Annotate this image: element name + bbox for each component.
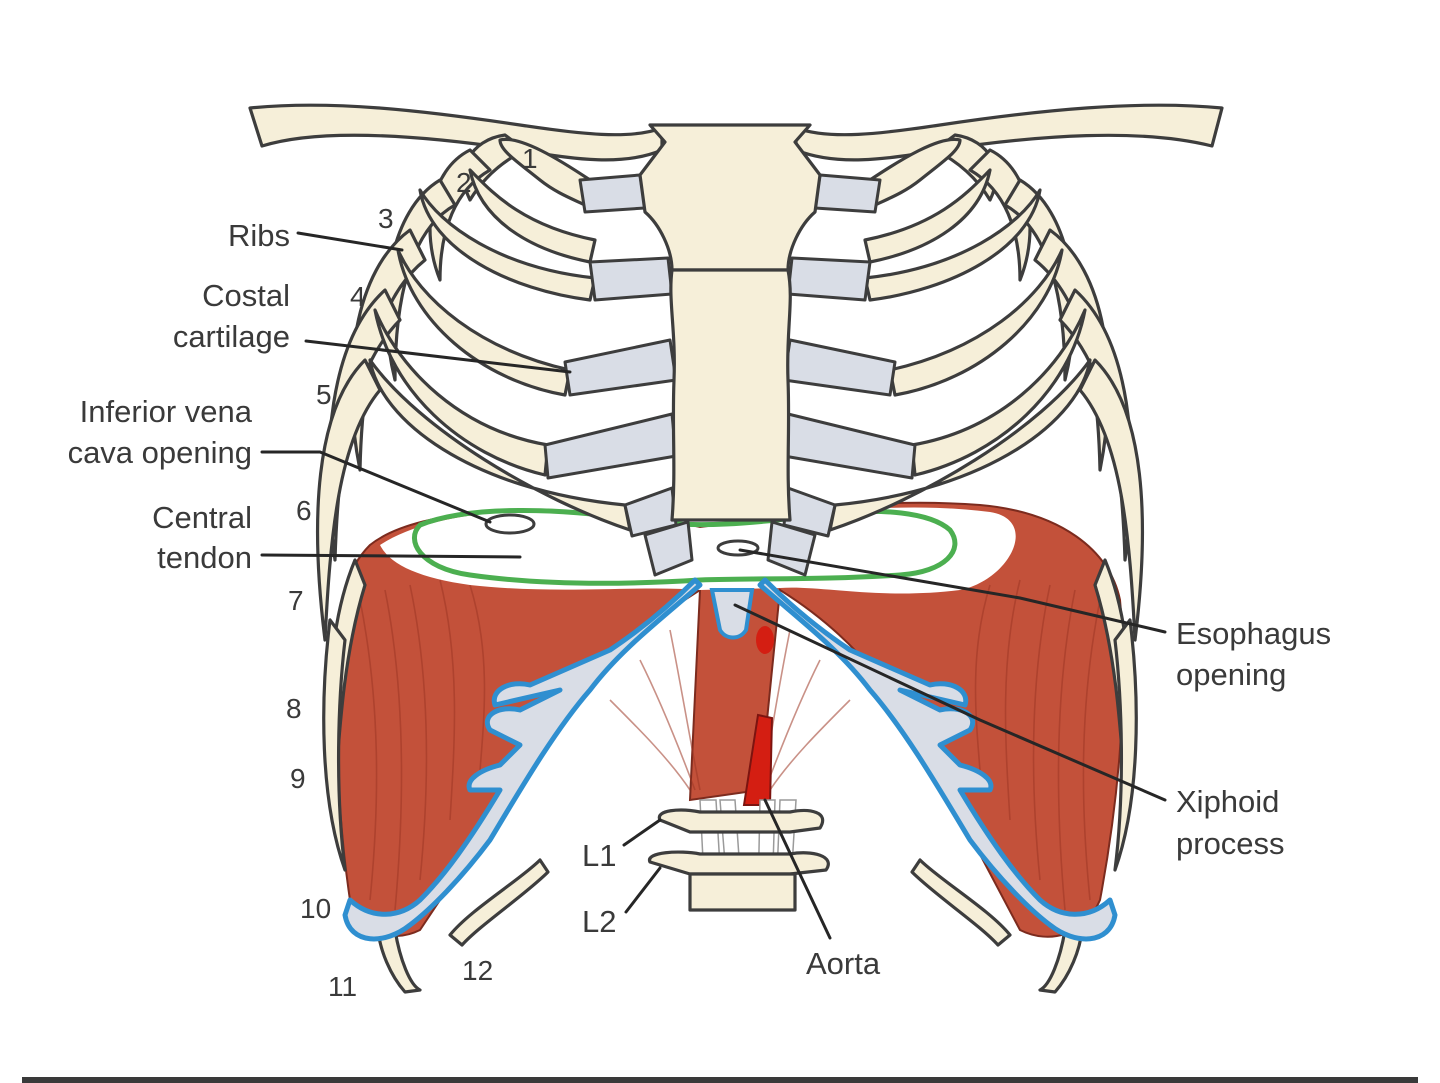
label-esophagus-line1: Esophagus xyxy=(1176,616,1331,651)
leader-xiphoid xyxy=(733,603,1167,802)
sternum-body xyxy=(669,268,792,522)
anterior-ribs-right xyxy=(828,137,1138,994)
costal-arch-left xyxy=(342,577,703,942)
rib-number-7: 7 xyxy=(288,585,304,616)
leader-central-tendon xyxy=(260,553,522,559)
rib-number-10: 10 xyxy=(300,893,331,924)
sternum xyxy=(638,123,822,640)
label-ivc-line1: Inferior vena xyxy=(80,394,253,429)
rib-numbers: 1 2 3 4 5 6 7 8 9 10 11 12 xyxy=(286,143,538,1002)
leader-ivc xyxy=(260,450,492,524)
leader-costal-cartilage xyxy=(304,339,572,374)
rib-number-4: 4 xyxy=(350,281,366,312)
central-tendon xyxy=(380,507,1016,594)
rib-number-8: 8 xyxy=(286,693,302,724)
rib-number-11: 11 xyxy=(328,971,357,1002)
left-clavicle xyxy=(248,103,664,162)
label-esophagus-line2: opening xyxy=(1176,657,1286,692)
rib-number-6: 6 xyxy=(296,495,312,526)
label-costal-cartilage-line1: Costal xyxy=(202,278,290,313)
vertebra-l1 xyxy=(657,808,825,834)
label-l2: L2 xyxy=(582,904,616,939)
rib-number-9: 9 xyxy=(290,763,306,794)
vertebrae xyxy=(648,808,830,912)
rib-number-3: 3 xyxy=(378,203,394,234)
rib-number-12: 12 xyxy=(462,955,493,986)
leader-esophagus xyxy=(738,548,1167,634)
label-ribs: Ribs xyxy=(228,218,290,253)
label-l1: L1 xyxy=(582,838,616,873)
label-central-tendon-line2: tendon xyxy=(157,540,252,575)
label-ivc-line2: cava opening xyxy=(68,435,252,470)
aorta-upper xyxy=(756,626,774,654)
rib-number-1: 1 xyxy=(522,143,538,174)
label-xiphoid-line2: process xyxy=(1176,826,1285,861)
leader-l2 xyxy=(624,866,662,914)
rib-number-5: 5 xyxy=(316,379,332,410)
label-xiphoid-line1: Xiphoid xyxy=(1176,784,1279,819)
leader-l1 xyxy=(622,818,662,847)
vertebral-body xyxy=(688,872,797,912)
clavicles xyxy=(248,103,1224,162)
text-labels: Ribs Costal cartilage Inferior vena cava… xyxy=(68,218,1332,981)
right-clavicle xyxy=(794,103,1224,162)
diaphragm xyxy=(334,501,1125,938)
vertebra-l2 xyxy=(648,850,830,876)
manubrium xyxy=(638,123,822,272)
ivc-opening xyxy=(484,513,536,535)
costal-arch-right xyxy=(757,577,1118,942)
leader-ribs xyxy=(296,231,404,252)
rib-number-2: 2 xyxy=(456,167,472,198)
label-costal-cartilage-line2: cartilage xyxy=(173,319,290,354)
bottom-divider xyxy=(22,1077,1418,1083)
label-central-tendon-line1: Central xyxy=(152,500,252,535)
xiphoid-bone xyxy=(709,588,755,640)
label-aorta: Aorta xyxy=(806,946,881,981)
leader-aorta xyxy=(763,798,832,940)
anterior-ribs-left xyxy=(322,137,632,994)
leader-lines xyxy=(260,231,1167,940)
